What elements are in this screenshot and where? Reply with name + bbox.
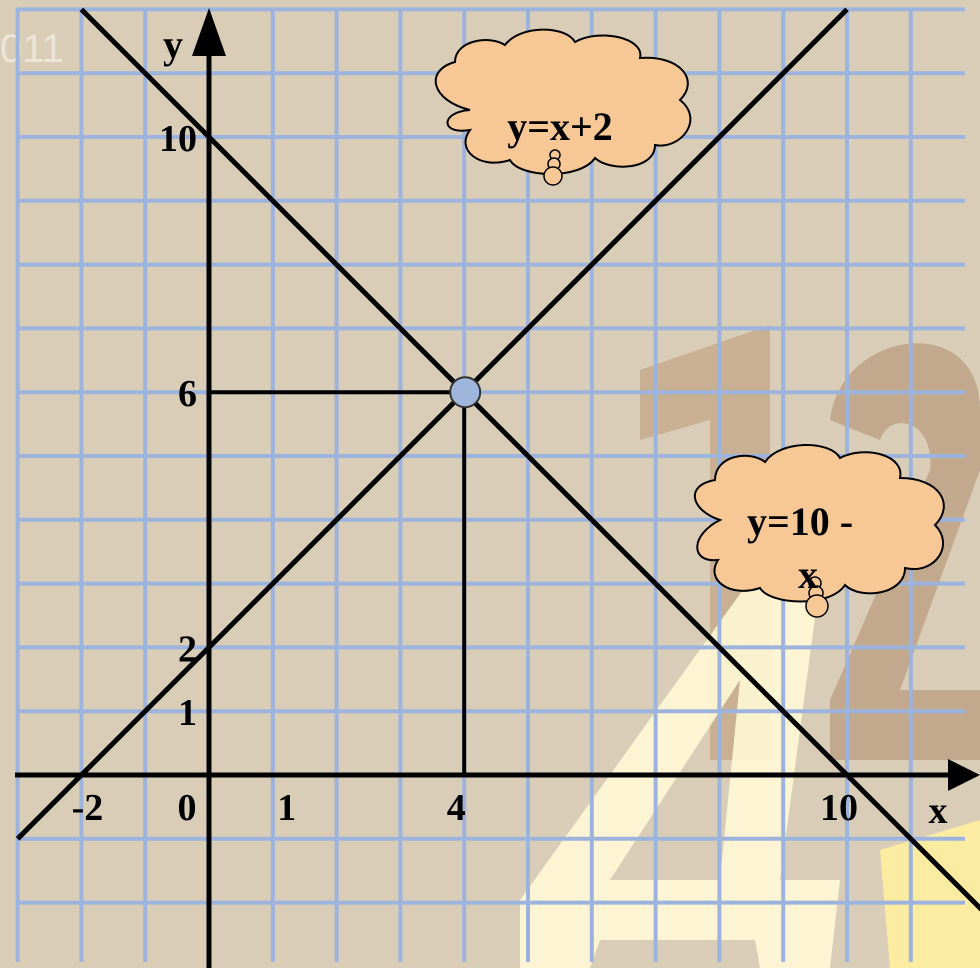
x-tick-label: 10 — [820, 787, 858, 829]
cloud-text-line1: y=x+2 — [507, 104, 613, 149]
cloud-shape — [434, 28, 692, 175]
cloud-shape — [694, 444, 945, 603]
watermark-text: 011 — [0, 27, 64, 71]
bg-numeral-four — [520, 580, 840, 968]
cloud-text-line2-part1: y=10 - — [747, 499, 853, 544]
x-axis-arrow — [948, 759, 980, 791]
line-y-equals-10-minus-x — [79, 7, 980, 912]
x-axis-label: x — [929, 790, 948, 832]
helper-lines — [209, 390, 467, 775]
bg-numeral-five — [880, 820, 980, 968]
y-tick-label: 10 — [159, 118, 197, 160]
intersection-point — [449, 376, 482, 409]
x-tick-label: 4 — [447, 787, 466, 829]
cloud-text-line2-part2: x — [798, 552, 818, 597]
y-tick-label: 2 — [178, 628, 197, 670]
x-tick-label: 0 — [178, 787, 197, 829]
cloud-callout-line1: y=x+2 — [434, 28, 692, 186]
y-tick-label: 1 — [178, 692, 197, 734]
cloud-bubble-large — [805, 594, 829, 618]
function-lines — [15, 7, 980, 912]
cloud-bubble-large — [543, 166, 563, 186]
tick-labels: -2 0 1 4 10 10 6 2 1 — [72, 118, 858, 829]
y-axis-arrow — [192, 8, 226, 56]
y-axis-label: y — [163, 22, 183, 67]
x-tick-label: -2 — [72, 787, 104, 829]
x-tick-label: 1 — [277, 787, 296, 829]
cloud-callout-line2: y=10 - x — [694, 444, 945, 618]
line-y-equals-x-plus-2 — [15, 7, 849, 841]
y-tick-label: 6 — [178, 373, 197, 415]
intersection — [449, 376, 482, 409]
axes: xy — [15, 8, 980, 968]
